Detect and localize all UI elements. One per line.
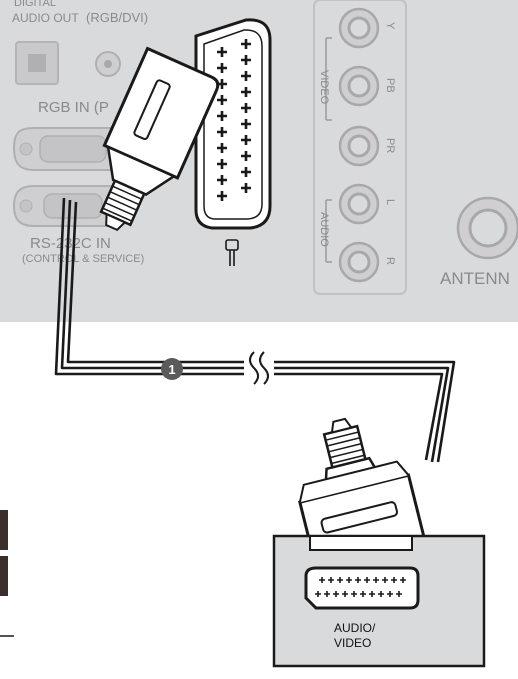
jack-y-label: Y bbox=[384, 22, 396, 30]
left-tab-1 bbox=[0, 510, 8, 550]
scart-pin bbox=[355, 577, 361, 583]
jack-l-label: L bbox=[384, 199, 396, 205]
jack-y bbox=[338, 7, 380, 49]
scart-pin bbox=[241, 87, 251, 97]
scart-pin bbox=[217, 175, 227, 185]
scart-socket-tv bbox=[194, 18, 272, 230]
jack-pr-label: PR bbox=[384, 138, 396, 153]
scart-pin bbox=[241, 119, 251, 129]
audio-video-label-line2: VIDEO bbox=[334, 636, 371, 650]
scart-pin bbox=[324, 591, 330, 597]
antenna-label: ANTENN bbox=[440, 269, 510, 288]
scart-pin bbox=[360, 591, 366, 597]
scart-pin bbox=[396, 591, 402, 597]
antenna-jack bbox=[456, 196, 518, 260]
rgb-dvi-label: (RGB/DVI) bbox=[86, 10, 148, 25]
audio-in-jack bbox=[95, 51, 121, 77]
scart-pin bbox=[364, 577, 370, 583]
scart-pin bbox=[328, 577, 334, 583]
jack-l bbox=[338, 183, 380, 225]
scart-pin bbox=[241, 71, 251, 81]
scart-pins bbox=[217, 39, 251, 201]
scart-pin bbox=[241, 103, 251, 113]
av-jack-panel bbox=[313, 0, 407, 295]
scart-plug-top bbox=[99, 46, 220, 232]
scart-pin bbox=[241, 167, 251, 177]
scart-pin bbox=[342, 591, 348, 597]
scart-pin bbox=[241, 135, 251, 145]
scart-pin bbox=[241, 39, 251, 49]
scart-pin bbox=[315, 591, 321, 597]
scart-icon bbox=[225, 239, 239, 266]
jack-r-label: R bbox=[384, 257, 396, 265]
scart-pin bbox=[217, 191, 227, 201]
video-group-label: VIDEO bbox=[318, 70, 330, 105]
scart-pin bbox=[241, 151, 251, 161]
rgb-in-label: RGB IN (P bbox=[38, 99, 109, 116]
scart-pin bbox=[319, 577, 325, 583]
scart-pin bbox=[217, 47, 227, 57]
scart-pin bbox=[217, 95, 227, 105]
jack-r bbox=[338, 241, 380, 283]
audio-video-label-line1: AUDIO/ bbox=[334, 621, 376, 635]
scart-pin bbox=[333, 591, 339, 597]
device-scart-pins bbox=[315, 577, 406, 597]
scart-pin bbox=[217, 111, 227, 121]
scart-pin bbox=[241, 183, 251, 193]
scart-pin bbox=[391, 577, 397, 583]
scart-pin bbox=[217, 143, 227, 153]
rs232c-label-line2: (CONTROL & SERVICE) bbox=[22, 253, 144, 265]
scart-pin bbox=[346, 577, 352, 583]
scart-pin bbox=[378, 591, 384, 597]
jack-pb-label: PB bbox=[384, 78, 396, 93]
scart-pin bbox=[241, 55, 251, 65]
scart-pin bbox=[217, 127, 227, 137]
digital-audio-label-line2: AUDIO OUT bbox=[12, 11, 79, 25]
step-badge: 1 bbox=[161, 358, 183, 380]
left-tab-2 bbox=[0, 556, 8, 596]
scart-socket-device bbox=[304, 566, 420, 610]
jack-pb bbox=[338, 65, 380, 107]
scart-pin bbox=[387, 591, 393, 597]
scart-pin bbox=[400, 577, 406, 583]
scart-pin bbox=[373, 577, 379, 583]
scart-pin bbox=[217, 159, 227, 169]
jack-pr bbox=[338, 125, 380, 167]
step-number: 1 bbox=[168, 362, 175, 377]
rs232c-label-line1: RS-232C IN bbox=[30, 235, 111, 252]
scart-pin bbox=[337, 577, 343, 583]
scart-pin bbox=[369, 591, 375, 597]
digital-audio-label-line1: DIGITAL bbox=[14, 0, 56, 9]
cable-break-mark bbox=[244, 351, 274, 385]
scart-pin bbox=[351, 591, 357, 597]
scart-pin bbox=[382, 577, 388, 583]
audio-group-label: AUDIO bbox=[318, 212, 330, 247]
scart-pin bbox=[217, 63, 227, 73]
